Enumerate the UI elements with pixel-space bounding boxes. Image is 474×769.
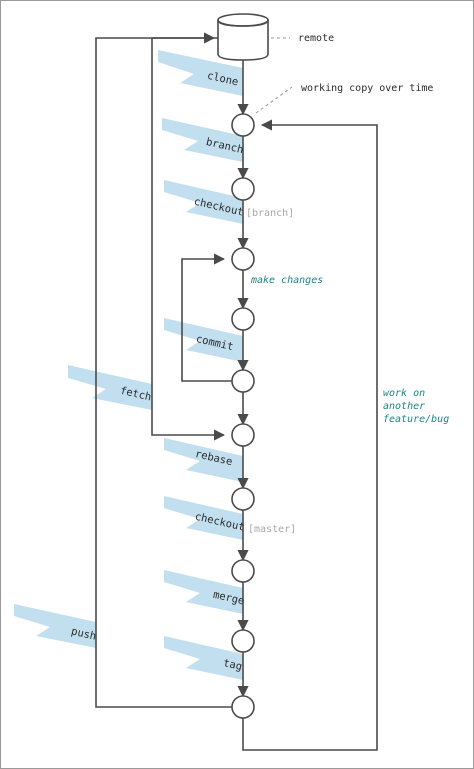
remote-repository-icon (217, 13, 269, 61)
commit-loop (181, 253, 232, 382)
feature-loop (242, 119, 378, 751)
checkout-master-banner (164, 496, 243, 540)
node-after-checkout (231, 247, 255, 271)
merge-banner (164, 570, 243, 614)
node-after-branch (231, 177, 255, 201)
commit-banner (164, 318, 243, 362)
node-after-fetch (231, 423, 255, 447)
node-changes (231, 307, 255, 331)
remote-lines (95, 32, 232, 708)
push-banner (14, 604, 96, 648)
push-label: push (70, 625, 97, 642)
make-changes-label: make changes (250, 275, 323, 286)
node-after-rebase (231, 487, 255, 511)
branch-banner (162, 118, 243, 162)
fetch-banner (68, 365, 152, 410)
command-banners (14, 50, 243, 680)
node-after-clone (231, 113, 255, 137)
node-after-commit (231, 369, 255, 393)
work-on-label-line3: feature/bug (383, 414, 449, 425)
checkout-master-arg: [master] (248, 524, 296, 535)
work-on-label-line1: work on (383, 388, 425, 399)
work-on-label-line2: another (383, 401, 425, 412)
node-after-tag (231, 695, 255, 719)
checkout-branch-arg: [branch] (246, 208, 294, 219)
node-after-merge (231, 629, 255, 653)
annotation-leaders (255, 37, 293, 114)
remote-label: remote (298, 33, 334, 44)
clone-banner (158, 50, 243, 96)
working-copy-label: working copy over time (301, 83, 433, 94)
node-after-checkout-master (231, 559, 255, 583)
rebase-banner (164, 438, 243, 482)
working-copy-nodes (231, 113, 255, 719)
checkout-branch-banner (164, 180, 243, 224)
tag-banner (164, 636, 243, 680)
tag-label: tag (222, 657, 243, 673)
